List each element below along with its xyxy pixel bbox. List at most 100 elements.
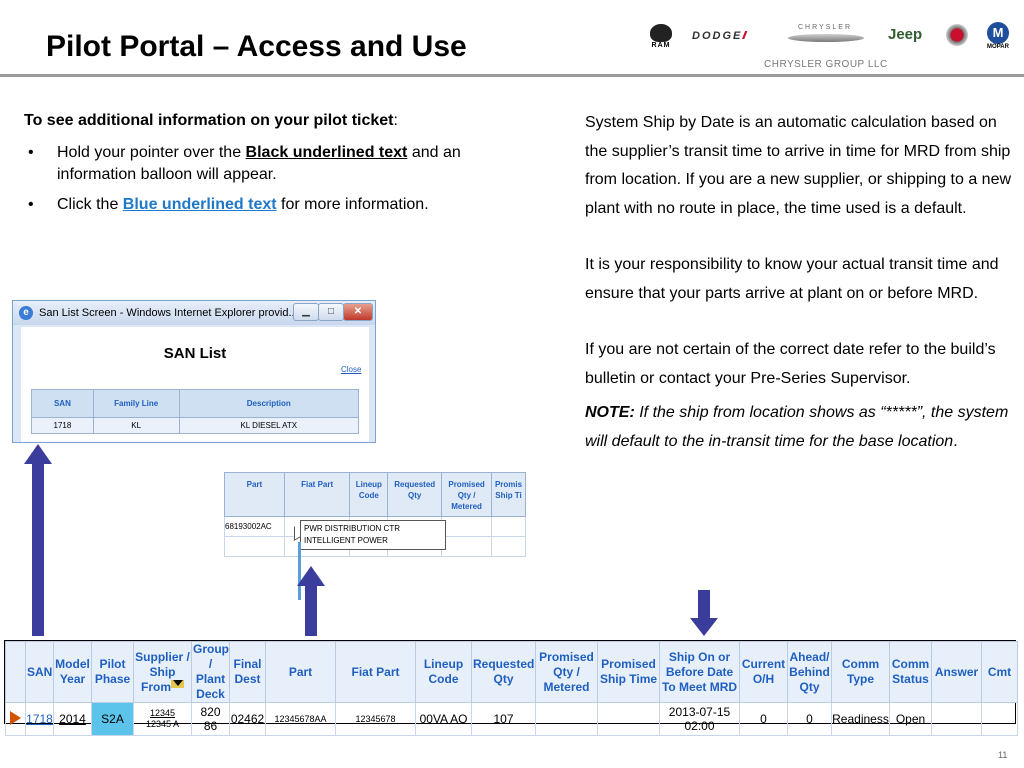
ship-date-explanation: System Ship by Date is an automatic calc… [585,109,1015,484]
dodge-logo: DODGE// [692,30,747,42]
note-paragraph: NOTE: If the ship from location shows as… [585,404,1009,450]
info-balloon: PWR DISTRIBUTION CTR INTELLIGENT POWER [300,520,446,550]
note-label: NOTE: [585,404,635,421]
close-window-button[interactable]: ✕ [343,303,373,321]
pilot-ticket-grid: SAN Model Year Pilot Phase Supplier / Sh… [4,640,1018,736]
filter-icon[interactable] [171,679,184,688]
title-divider [0,74,1024,77]
group-plant-deck-col-header: Group / Plant Deck [191,641,230,703]
lineup-code-col-header: Lineup Code [415,641,472,703]
ship-date-col-header: Ship On or Before Date To Meet MRD [659,641,740,703]
page-number: 11 [998,750,1008,760]
part-tooltip-screenshot: Part Fiat Part Lineup Code Requested Qty… [224,472,526,602]
final-dest-col-header: Final Dest [229,641,266,703]
san-list-window: e San List Screen - Windows Internet Exp… [12,300,376,443]
part-cell[interactable]: 68193002AC [224,516,285,537]
supplier-col-header[interactable]: Supplier / Ship From [133,641,192,703]
part-cell[interactable]: 12345678AA [265,702,336,736]
chrysler-logo-text: CHRYSLER [798,24,852,31]
san-col-header: SAN [25,641,54,703]
table-row: 1718 KL KL DIESEL ATX [31,417,360,434]
san-link[interactable]: 1718 [26,712,53,726]
row-marker-icon [10,710,21,725]
model-year-col-header: Model Year [53,641,92,703]
san-cell: 1718 [31,417,94,434]
minimize-button[interactable]: ▁ [293,303,319,321]
pilot-phase-col-header: Pilot Phase [91,641,134,703]
chrysler-wing-icon [788,34,864,42]
grid-header-row: SAN Model Year Pilot Phase Supplier / Sh… [5,641,1018,703]
lineup-code-cell: 00VA AO [415,702,472,736]
fiat-logo-icon [946,24,968,46]
requested-qty-col-header: Requested Qty [387,472,443,517]
promised-qty-col-header: Promised Qty / Metered [441,472,493,517]
current-oh-col-header: Current O/H [739,641,788,703]
promised-ship-time-col-header: Promised Ship Time [597,641,660,703]
requested-qty-col-header: Requested Qty [471,641,536,703]
cmt-col-header: Cmt [981,641,1018,703]
ahead-behind-col-header: Ahead/ Behind Qty [787,641,832,703]
browser-icon: e [19,306,33,320]
comm-status-col-header: Comm Status [889,641,932,703]
current-oh-cell: 0 [739,702,788,736]
ram-logo: RAM [646,24,676,49]
san-col-header: SAN [31,389,94,418]
comm-status-cell: Open [889,702,932,736]
pilot-ticket-table: SAN Model Year Pilot Phase Supplier / Sh… [5,641,1018,736]
balloon-line: PWR DISTRIBUTION CTR [304,524,400,533]
row-selector[interactable] [5,702,26,736]
fiat-part-col-header: Fiat Part [283,472,351,517]
instructions-lead: To see additional information on your pi… [24,112,398,129]
tooltip-grid: Part Fiat Part Lineup Code Requested Qty… [224,472,526,557]
maximize-button[interactable]: □ [318,303,344,321]
san-list-heading: SAN List [163,345,227,362]
company-name: CHRYSLER GROUP LLC [764,59,888,70]
cmt-cell[interactable] [981,702,1018,736]
part-col-header: Part [265,641,336,703]
answer-col-header: Answer [931,641,982,703]
chrysler-logo: CHRYSLER [788,24,864,48]
paragraph-ship-by-date: System Ship by Date is an automatic calc… [585,114,1012,217]
promised-qty-cell[interactable] [535,702,598,736]
san-cell[interactable]: 1718 [25,702,54,736]
comm-type-col-header: Comm Type [831,641,890,703]
jeep-logo: Jeep [888,26,923,43]
balloon-line: INTELLIGENT POWER [304,536,388,545]
promised-qty-col-header: Promised Qty / Metered [535,641,598,703]
san-list-content: SAN List Close SAN Family Line Descripti… [21,327,369,442]
lineup-code-col-header: Lineup Code [349,472,389,517]
final-dest-cell: 02462 [229,702,266,736]
instructions-list: Hold your pointer over the Black underli… [24,142,464,216]
mopar-logo-text: MOPAR [987,44,1009,50]
bullet-click: Click the Blue underlined text for more … [24,194,464,216]
fiat-part-cell: 12345678 [335,702,416,736]
family-line-cell: KL [92,417,180,434]
instructions-block: To see additional information on your pi… [24,110,464,224]
answer-cell[interactable] [931,702,982,736]
paragraph-responsibility: It is your responsibility to know your a… [585,256,999,302]
comm-type-cell: Readiness [831,702,890,736]
san-list-close-link[interactable]: Close [341,365,362,374]
san-list-table: SAN Family Line Description 1718 KL KL D… [31,389,360,434]
family-line-col-header: Family Line [92,389,180,418]
part-col-header: Part [224,472,285,517]
ahead-behind-cell: 0 [787,702,832,736]
window-title: San List Screen - Windows Internet Explo… [39,307,298,319]
pilot-phase-cell: S2A [91,702,134,736]
bullet-hover: Hold your pointer over the Black underli… [24,142,464,186]
description-col-header: Description [178,389,360,418]
ram-head-icon [650,24,672,42]
slide-title: Pilot Portal – Access and Use [46,30,467,63]
blue-underlined-phrase: Blue underlined text [122,196,277,213]
promised-ship-time-cell[interactable] [597,702,660,736]
description-cell: KL DIESEL ATX [178,417,360,434]
window-titlebar[interactable]: e San List Screen - Windows Internet Exp… [13,301,375,325]
black-underlined-phrase: Black underlined text [245,144,408,161]
requested-qty-cell: 107 [471,702,536,736]
promised-ship-col-header: Promis Ship Ti [491,472,526,517]
model-year-cell[interactable]: 2014 [53,702,92,736]
dodge-logo-text: DODGE [692,30,743,42]
